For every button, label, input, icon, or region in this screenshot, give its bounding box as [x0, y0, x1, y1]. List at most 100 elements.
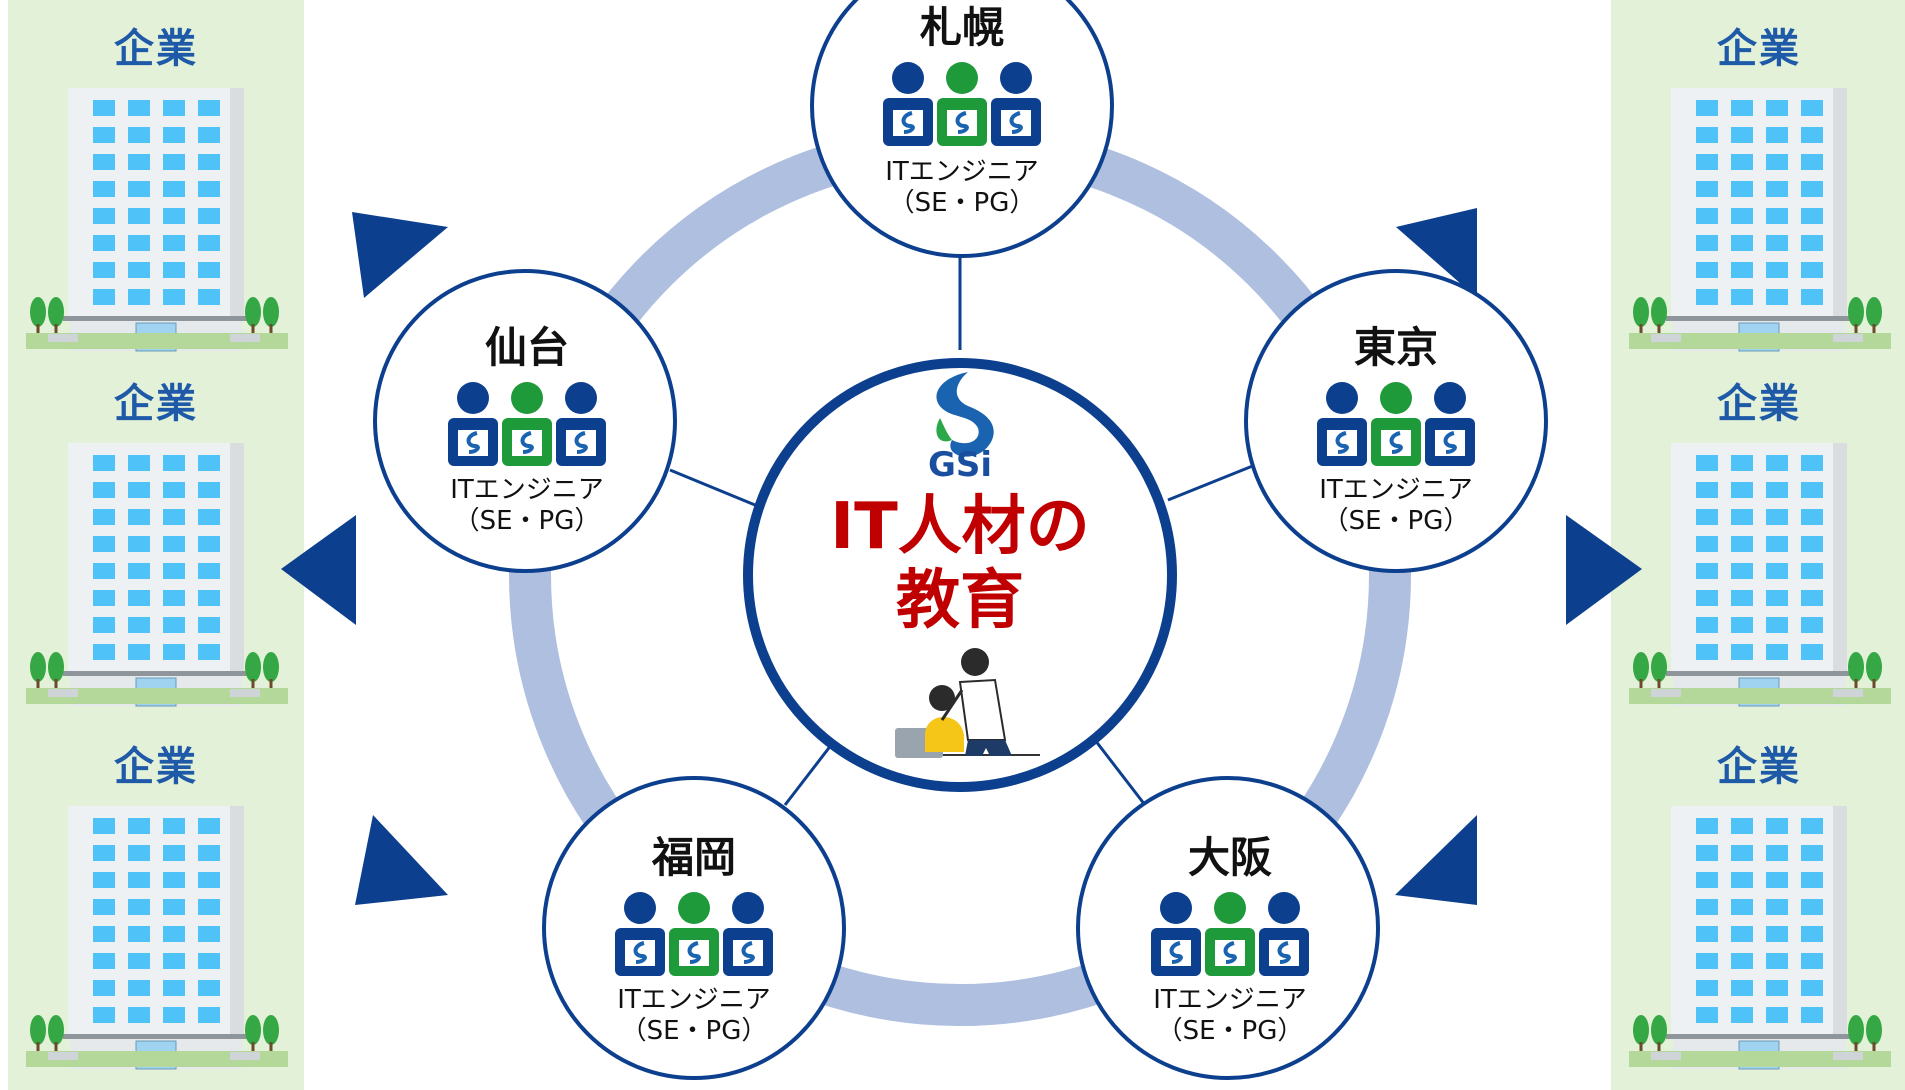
office-role: ITエンジニア — [1319, 475, 1473, 505]
tree-icon — [1866, 652, 1882, 689]
people-laptop-illustration-icon — [895, 648, 1040, 758]
tree-icon — [48, 1015, 64, 1052]
engineer-icon — [448, 382, 498, 466]
office-node-fukuoka: 福岡 ITエンジニア （SE・PG） — [542, 776, 846, 1080]
tree-icon — [30, 1015, 46, 1052]
office-node-tokyo: 東京 ITエンジニア （SE・PG） — [1244, 269, 1548, 573]
office-role: ITエンジニア — [617, 985, 771, 1015]
center-node: GSi IT人材の 教育 — [743, 358, 1177, 792]
engineer-team-icon — [1317, 382, 1475, 466]
tree-icon — [1651, 1015, 1667, 1052]
company-label: 企業 — [1717, 744, 1801, 790]
office-detail: （SE・PG） — [454, 506, 601, 536]
engineer-icon — [556, 382, 606, 466]
tree-icon — [48, 652, 64, 689]
engineer-icon — [1259, 892, 1309, 976]
company-right-3: 企業 — [1611, 718, 1905, 1073]
office-name: 大阪 — [1188, 833, 1272, 882]
engineer-icon — [1205, 892, 1255, 976]
arrow-upper-left-icon — [352, 212, 448, 298]
tree-icon — [245, 297, 261, 334]
tree-icon — [1866, 297, 1882, 334]
arrows — [281, 208, 1642, 905]
building-icon — [1629, 806, 1891, 1070]
office-node-sendai: 仙台 ITエンジニア （SE・PG） — [373, 269, 677, 573]
tree-icon — [1848, 652, 1864, 689]
spoke-sendai — [669, 468, 756, 507]
spoke-fukuoka — [783, 739, 837, 806]
company-left-3: 企業 — [8, 718, 304, 1073]
tree-icon — [30, 652, 46, 689]
office-detail: （SE・PG） — [1323, 506, 1470, 536]
company-right-2: 企業 — [1611, 355, 1905, 710]
building-icon — [26, 443, 288, 707]
office-nodes: 札幌 ITエンジニア （SE・PG） 東京 ITエンジニア （SE・PG） 大阪… — [373, 0, 1548, 1080]
spokes — [669, 255, 1256, 806]
company-label: 企業 — [1717, 26, 1801, 72]
tree-icon — [1848, 1015, 1864, 1052]
building-icon — [26, 88, 288, 352]
engineer-icon — [991, 62, 1041, 146]
company-label: 企業 — [1717, 381, 1801, 427]
building-icon — [1629, 88, 1891, 352]
gsi-logo-text: GSi — [928, 445, 992, 485]
engineer-icon — [1151, 892, 1201, 976]
tree-icon — [1651, 652, 1667, 689]
office-building-icon — [26, 88, 288, 352]
engineer-icon — [723, 892, 773, 976]
office-role: ITエンジニア — [885, 157, 1039, 187]
company-left-2: 企業 — [8, 355, 304, 710]
tree-icon — [1633, 652, 1649, 689]
tree-icon — [48, 297, 64, 334]
tree-icon — [245, 1015, 261, 1052]
engineer-team-icon — [615, 892, 773, 976]
company-label: 企業 — [114, 744, 198, 790]
engineer-icon — [1425, 382, 1475, 466]
office-name: 仙台 — [485, 323, 569, 372]
tree-icon — [1848, 297, 1864, 334]
office-name: 福岡 — [651, 833, 736, 882]
center-title-line2: 教育 — [896, 564, 1024, 638]
tree-icon — [263, 1015, 279, 1052]
office-building-icon — [26, 443, 288, 707]
arrow-right-icon — [1566, 515, 1642, 625]
tree-icon — [263, 297, 279, 334]
tree-icon — [1866, 1015, 1882, 1052]
office-building-icon — [26, 806, 288, 1070]
company-left-1: 企業 — [8, 0, 304, 355]
engineer-team-icon — [1151, 892, 1309, 976]
companies-panel-right: 企業 企業 企業 — [1611, 0, 1905, 1090]
tree-icon — [1651, 297, 1667, 334]
arrow-upper-right-icon — [1396, 208, 1477, 298]
companies-panel-left: 企業 企業 企業 — [8, 0, 304, 1090]
tree-icon — [1633, 297, 1649, 334]
company-label: 企業 — [114, 26, 198, 72]
spoke-osaka — [1093, 739, 1147, 806]
office-role: ITエンジニア — [450, 475, 604, 505]
company-label: 企業 — [114, 381, 198, 427]
office-building-icon — [1629, 88, 1891, 352]
building-icon — [1629, 443, 1891, 707]
engineer-team-icon — [883, 62, 1041, 146]
office-detail: （SE・PG） — [1157, 1016, 1304, 1046]
center-title-line1: IT人材の — [830, 490, 1089, 564]
office-name: 東京 — [1354, 323, 1438, 372]
gsi-swirl-logo-icon — [936, 372, 994, 457]
office-name: 札幌 — [920, 3, 1004, 52]
company-right-1: 企業 — [1611, 0, 1905, 355]
engineer-icon — [615, 892, 665, 976]
engineer-team-icon — [448, 382, 606, 466]
office-node-osaka: 大阪 ITエンジニア （SE・PG） — [1076, 776, 1380, 1080]
engineer-icon — [502, 382, 552, 466]
engineer-icon — [937, 62, 987, 146]
tree-icon — [245, 652, 261, 689]
arrow-lower-left-icon — [355, 815, 448, 905]
spoke-tokyo — [1167, 463, 1256, 502]
office-building-icon — [1629, 443, 1891, 707]
engineer-icon — [883, 62, 933, 146]
office-detail: （SE・PG） — [889, 188, 1036, 218]
building-icon — [26, 806, 288, 1070]
office-detail: （SE・PG） — [621, 1016, 768, 1046]
arrow-lower-right-icon — [1395, 815, 1477, 905]
office-role: ITエンジニア — [1153, 985, 1307, 1015]
